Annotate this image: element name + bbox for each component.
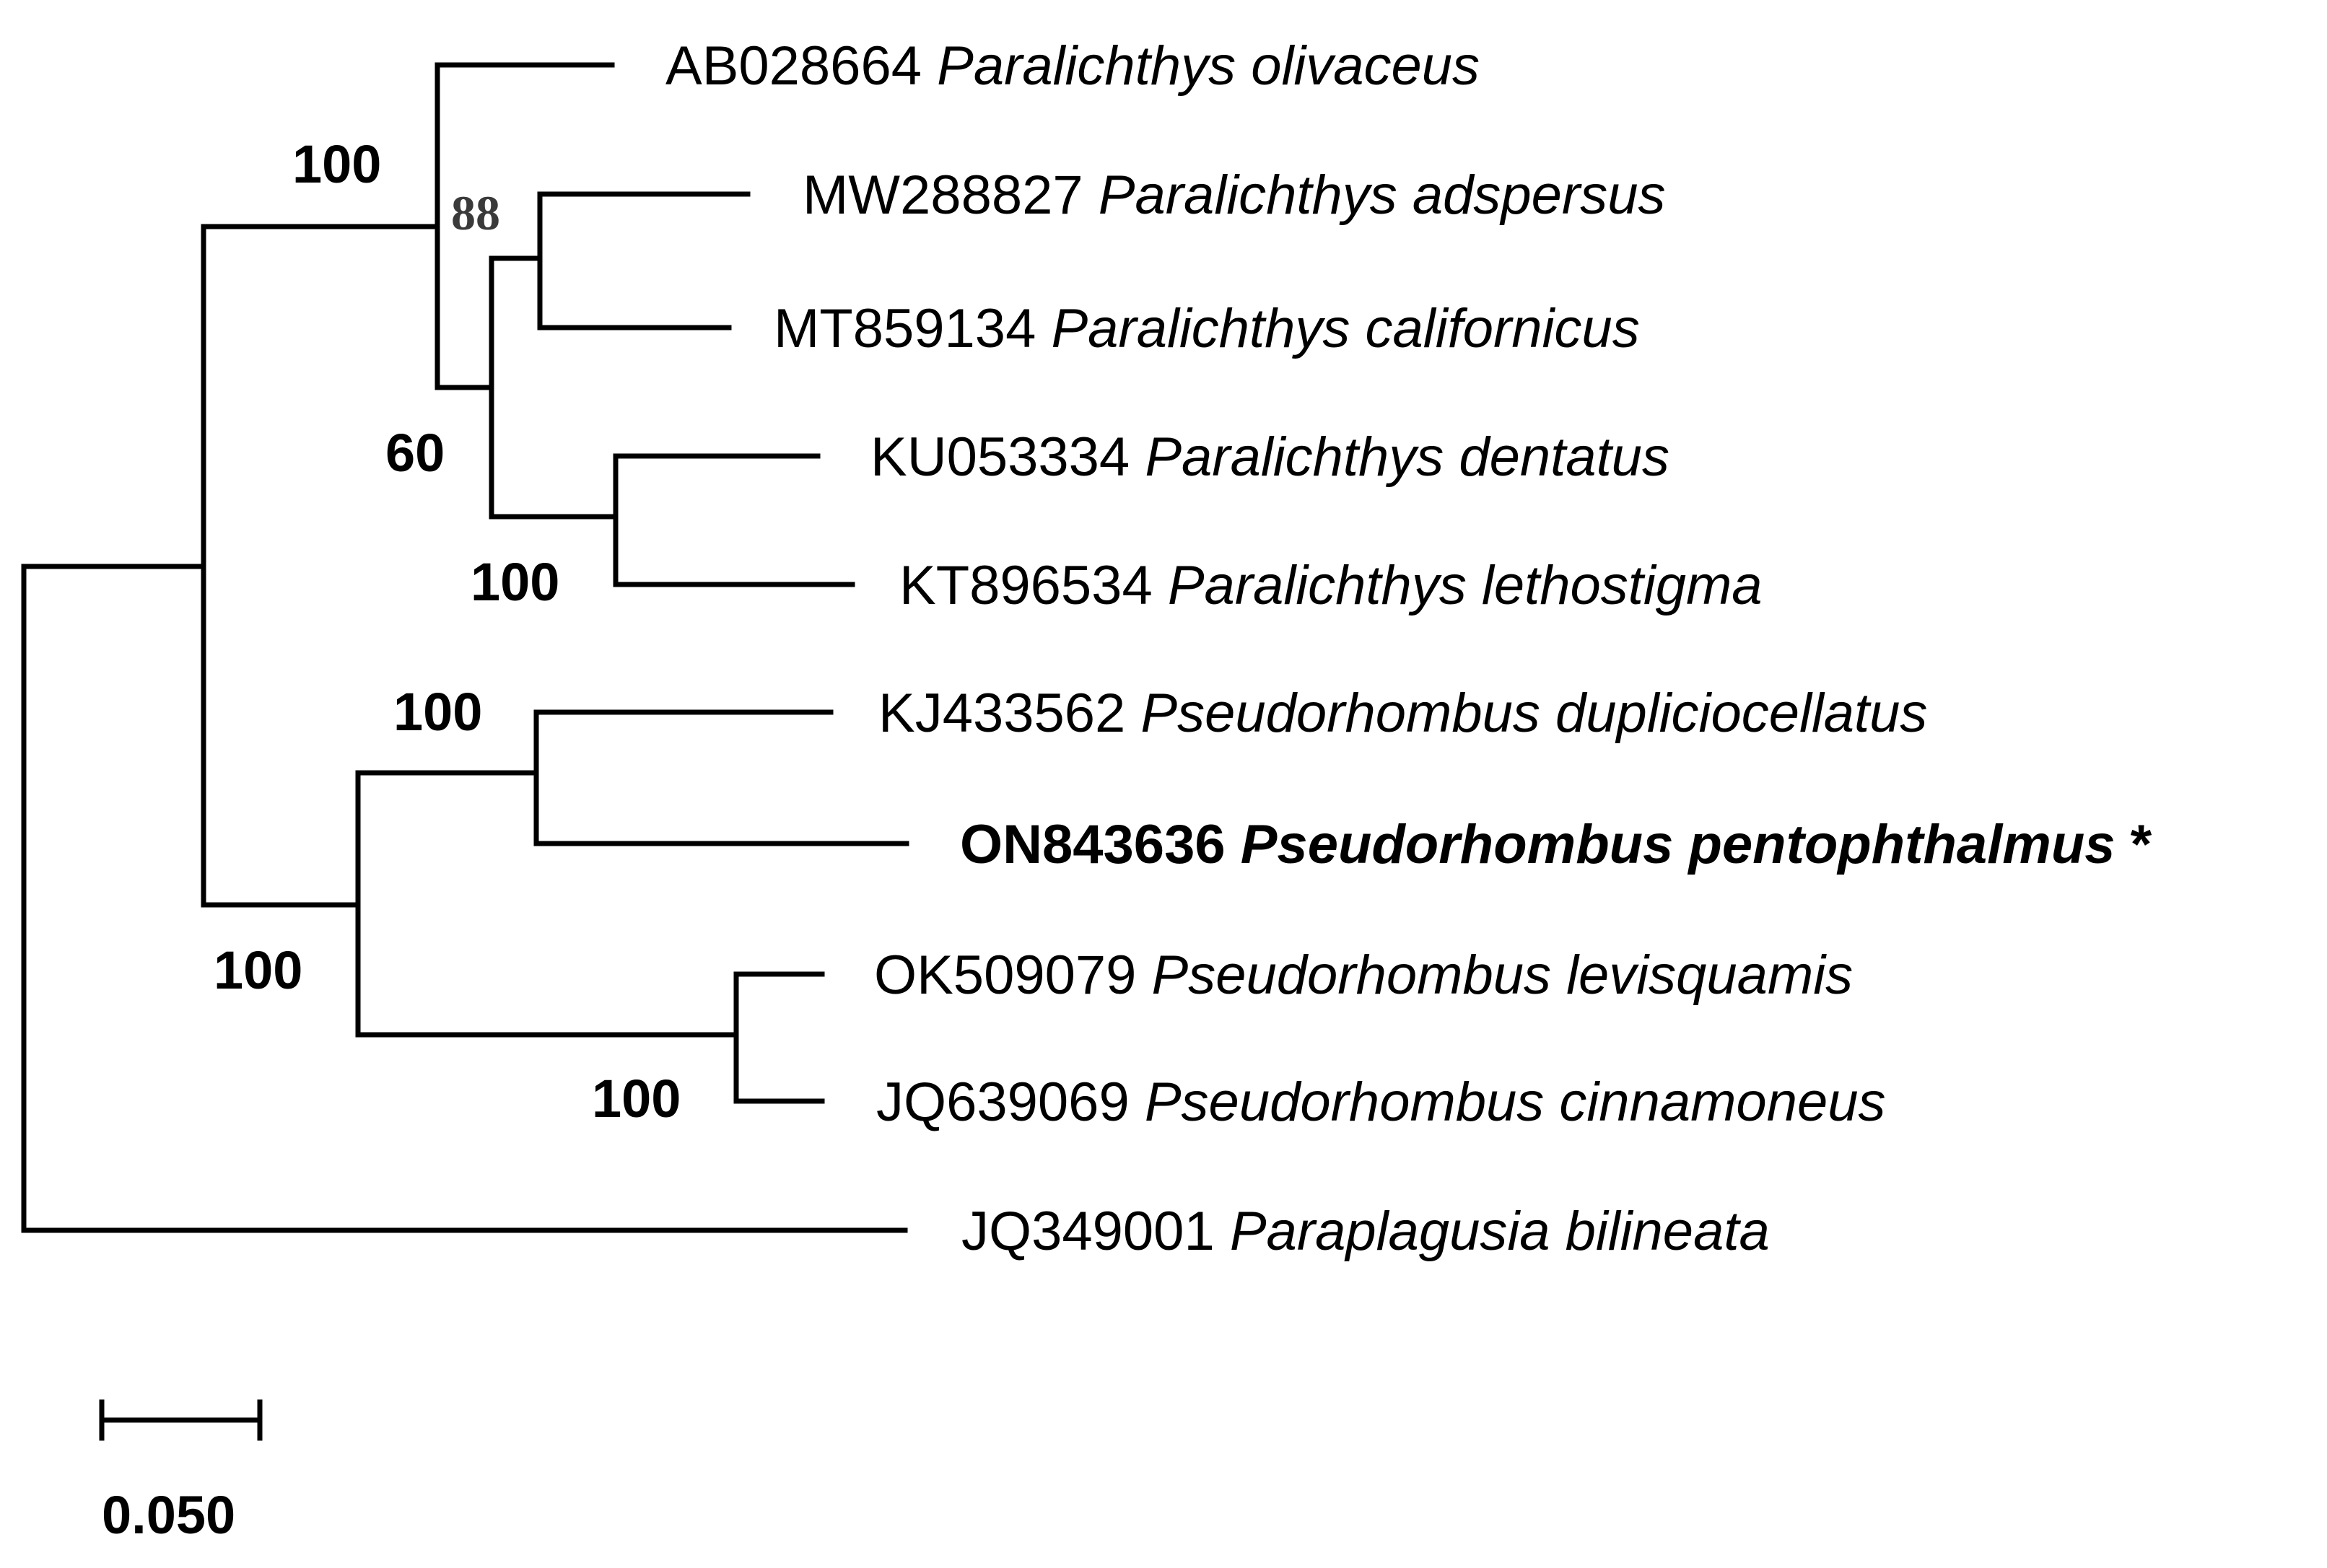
taxon-label-levisquamis: OK509079 Pseudorhombus levisquamis [874,945,1853,1006]
taxon-label-bilineata: JQ349001 Paraplagusia bilineata [961,1201,1770,1262]
support-values: 100 88 60 100 100 100 100 [214,134,681,1129]
support-value-paralichthys-subclade: 60 [385,423,445,483]
taxon-label-dupliciocellatus: KJ433562 Pseudorhombus dupliciocellatus [878,683,1927,744]
scale-bar-label: 0.050 [102,1485,235,1545]
accession-id: MT859134 [774,298,1036,359]
taxon-label-cinnamoneus: JQ639069 Pseudorhombus cinnamoneus [876,1072,1886,1133]
taxon-label-olivaceus: AB028664 Paralichthys olivaceus [665,35,1480,97]
accession-id: MW288827 [803,165,1083,226]
accession-id: ON843636 [960,814,1226,875]
taxon-labels: AB028664 Paralichthys olivaceus MW288827… [665,35,2152,1262]
species-name: Paralichthys californicus [1051,298,1639,359]
species-name: Pseudorhombus pentophthalmus [1241,814,2116,875]
species-name: Pseudorhombus dupliciocellatus [1140,683,1927,744]
species-name: Pseudorhombus cinnamoneus [1145,1072,1886,1133]
species-name: Paraplagusia bilineata [1230,1201,1770,1262]
new-sequence-marker: * [2116,814,2152,875]
taxon-label-lethostigma: KT896534 Paralichthys lethostigma [899,555,1763,616]
accession-id: JQ349001 [961,1201,1215,1262]
species-name: Paralichthys dentatus [1145,426,1669,488]
support-value-adspersus-californicus: 88 [451,185,500,240]
tree-branches [21,62,909,1233]
support-value-dupliciocellatus-pentophthalmus: 100 [393,682,482,742]
accession-id: OK509079 [874,945,1136,1006]
taxon-label-californicus: MT859134 Paralichthys californicus [774,298,1640,359]
accession-id: KU053334 [870,426,1130,488]
accession-id: KT896534 [899,555,1153,616]
scale-bar: 0.050 [99,1399,263,1545]
support-value-pseudorhombus-clade: 100 [214,940,302,1000]
support-value-levisquamis-cinnamoneus: 100 [592,1069,681,1129]
taxon-label-adspersus: MW288827 Paralichthys adspersus [803,165,1666,226]
species-name: Paralichthys adspersus [1099,165,1666,226]
accession-id: KJ433562 [878,683,1125,744]
support-value-dentatus-lethostigma: 100 [471,552,559,612]
species-name: Paralichthys olivaceus [937,35,1480,97]
taxon-label-dentatus: KU053334 Paralichthys dentatus [870,426,1669,488]
support-value-paralichthys-clade: 100 [292,134,381,194]
accession-id: JQ639069 [876,1072,1130,1133]
species-name: Paralichthys lethostigma [1168,555,1763,616]
species-name: Pseudorhombus levisquamis [1152,945,1854,1006]
accession-id: AB028664 [665,35,922,97]
taxon-label-pentophthalmus: ON843636 Pseudorhombus pentophthalmus * [960,814,2152,875]
